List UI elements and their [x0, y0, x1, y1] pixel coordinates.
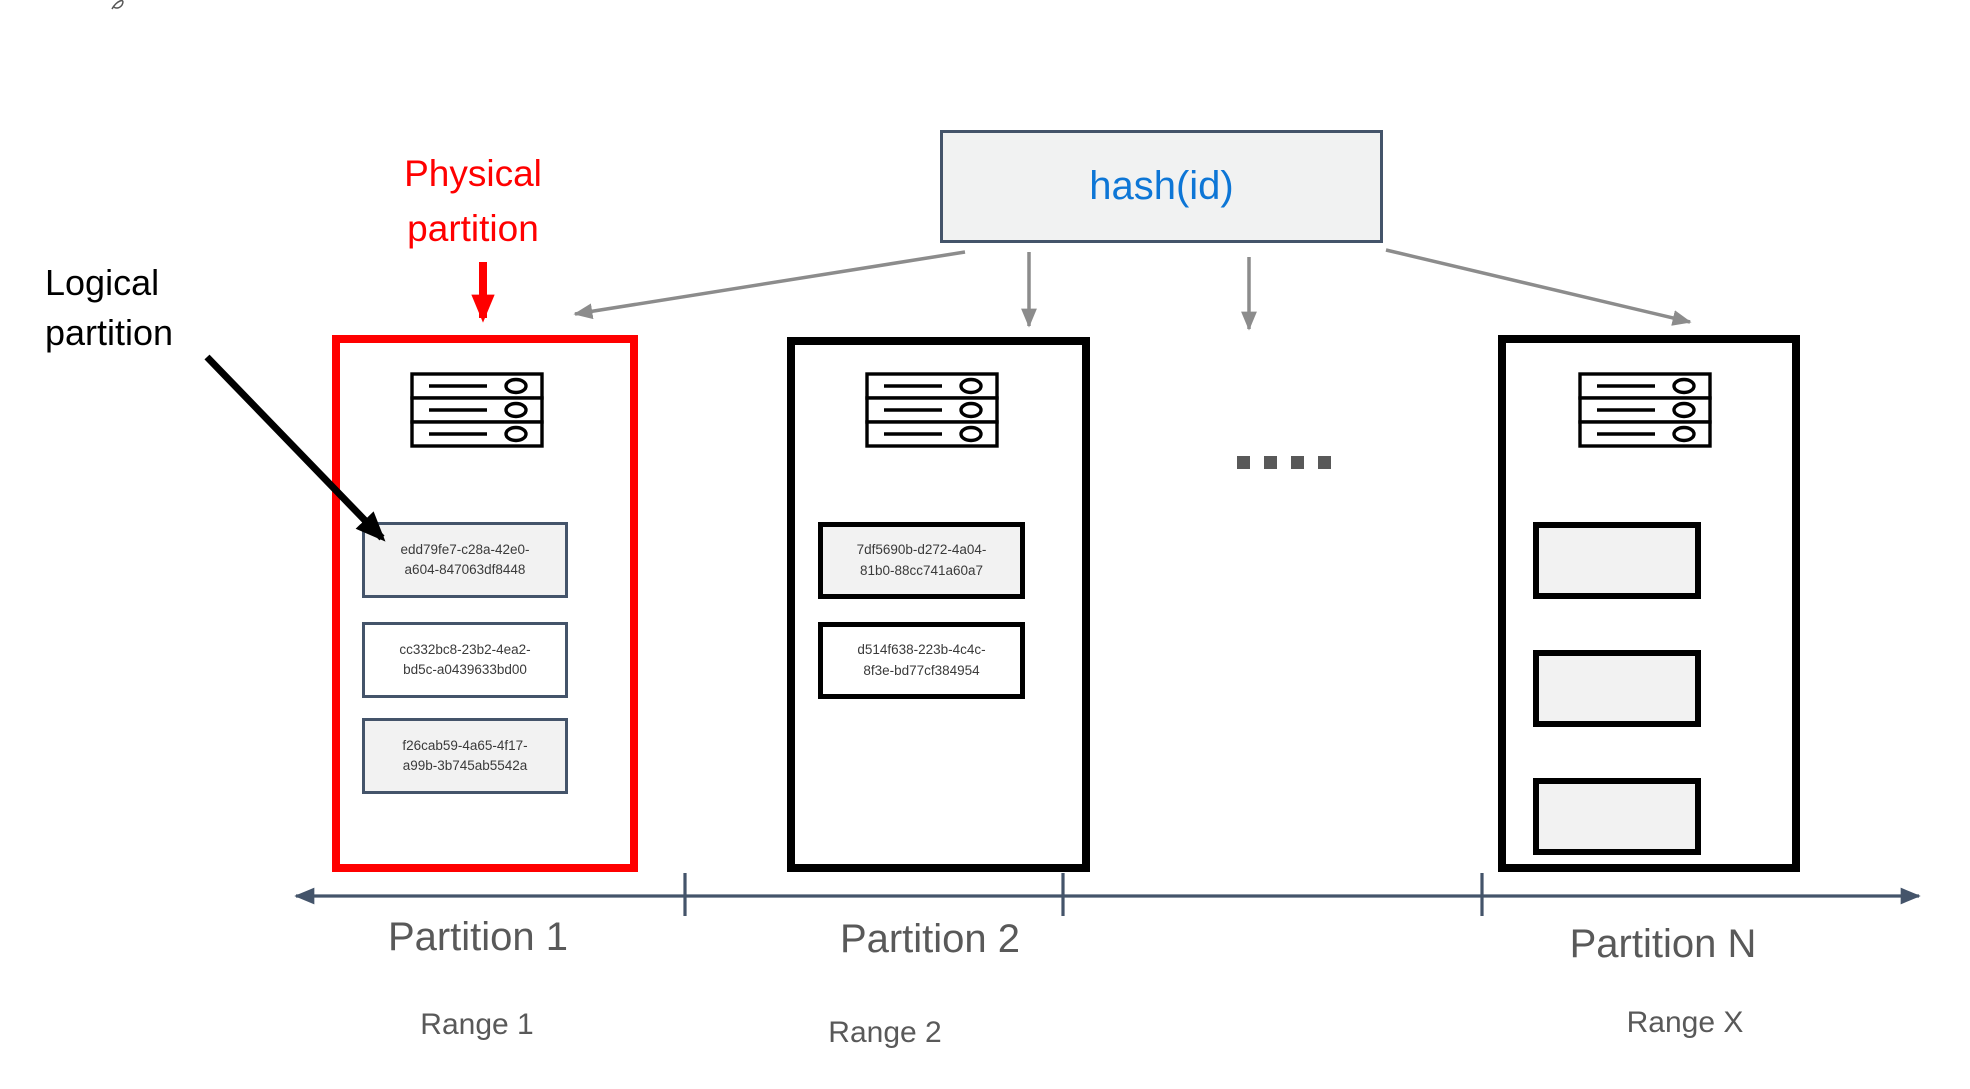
hash-to-partition1-arrow [573, 250, 966, 320]
logical-partition-item [1533, 650, 1701, 727]
range-2-label: Range 2 [828, 1016, 942, 1049]
logical-partition-item: 7df5690b-d272-4a04- 81b0-88cc741a60a7 [818, 522, 1025, 599]
logical-partition-item: edd79fe7-c28a-42e0- a604-847063df8448 [362, 522, 568, 598]
stray-mark [111, 0, 124, 10]
range-x-label: Range X [1626, 1006, 1744, 1039]
server-stack-icon [865, 372, 999, 448]
range-1-label: Range 1 [420, 1008, 534, 1041]
server-stack-icon [1578, 372, 1712, 448]
hash-to-partitionN-arrow [1385, 248, 1692, 326]
logical-partition-callout: Logical partition [45, 262, 174, 353]
physical-partition-callout: Physical partition [404, 153, 542, 249]
logical-partition-item: f26cab59-4a65-4f17- a99b-3b745ab5542a [362, 718, 568, 794]
hash-function-box: hash(id) [940, 130, 1383, 243]
hash-function-label: hash(id) [1089, 164, 1234, 208]
partition-1-label: Partition 1 [387, 915, 569, 959]
partition-n-label: Partition N [1569, 922, 1757, 966]
logical-partition-item: cc332bc8-23b2-4ea2- bd5c-a0439633bd00 [362, 622, 568, 698]
logical-partition-item [1533, 778, 1701, 855]
logical-partition-item: d514f638-223b-4c4c- 8f3e-bd77cf384954 [818, 622, 1025, 699]
partition-2-label: Partition 2 [839, 917, 1021, 961]
logical-partition-item [1533, 522, 1701, 599]
dots-icon [1237, 456, 1331, 469]
server-stack-icon [410, 372, 544, 448]
